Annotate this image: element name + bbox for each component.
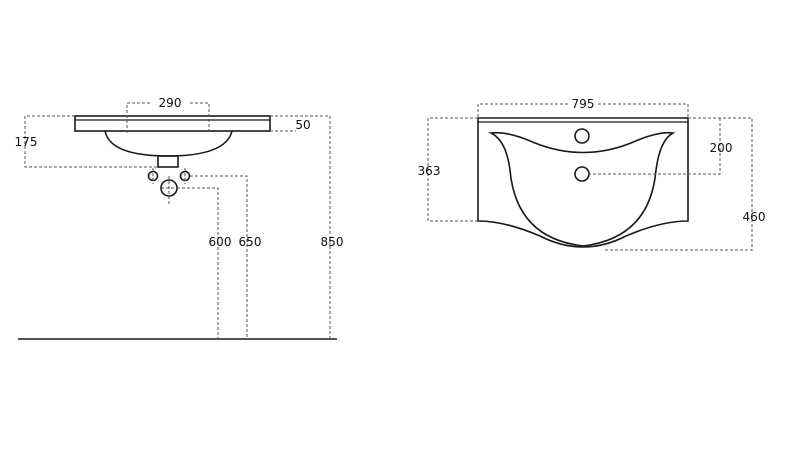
dim-label-650: 650 <box>239 235 262 249</box>
dim-tap-spacing <box>126 102 210 133</box>
bowl-outline <box>488 131 676 247</box>
drain-outlet <box>157 155 179 168</box>
dim-label-363: 363 <box>418 164 441 178</box>
center-marks <box>152 168 186 204</box>
drain-hole <box>574 166 590 182</box>
dim-waste-low <box>177 187 219 338</box>
dim-label-200: 200 <box>710 141 733 155</box>
tap-hole <box>574 128 590 144</box>
dim-basin-depth <box>24 115 158 168</box>
countertop <box>74 115 271 132</box>
basin-outline <box>477 118 689 248</box>
dim-depth-sides <box>427 117 478 222</box>
dim-label-50: 50 <box>295 118 310 132</box>
dim-label-850: 850 <box>321 235 344 249</box>
basin-profile <box>104 130 233 157</box>
dim-top-thickness <box>270 115 330 132</box>
dim-label-175: 175 <box>15 135 38 149</box>
top-view: 795 363 200 460 <box>418 97 766 251</box>
side-view: 290 50 175 600 650 850 <box>15 96 344 340</box>
dim-label-600: 600 <box>209 235 232 249</box>
dim-width <box>477 103 689 117</box>
dim-waste-high <box>190 175 248 338</box>
dim-label-290: 290 <box>159 96 182 110</box>
dim-label-460: 460 <box>743 210 766 224</box>
dim-label-795: 795 <box>572 97 595 111</box>
dim-tap-drain-and-total <box>590 117 753 251</box>
